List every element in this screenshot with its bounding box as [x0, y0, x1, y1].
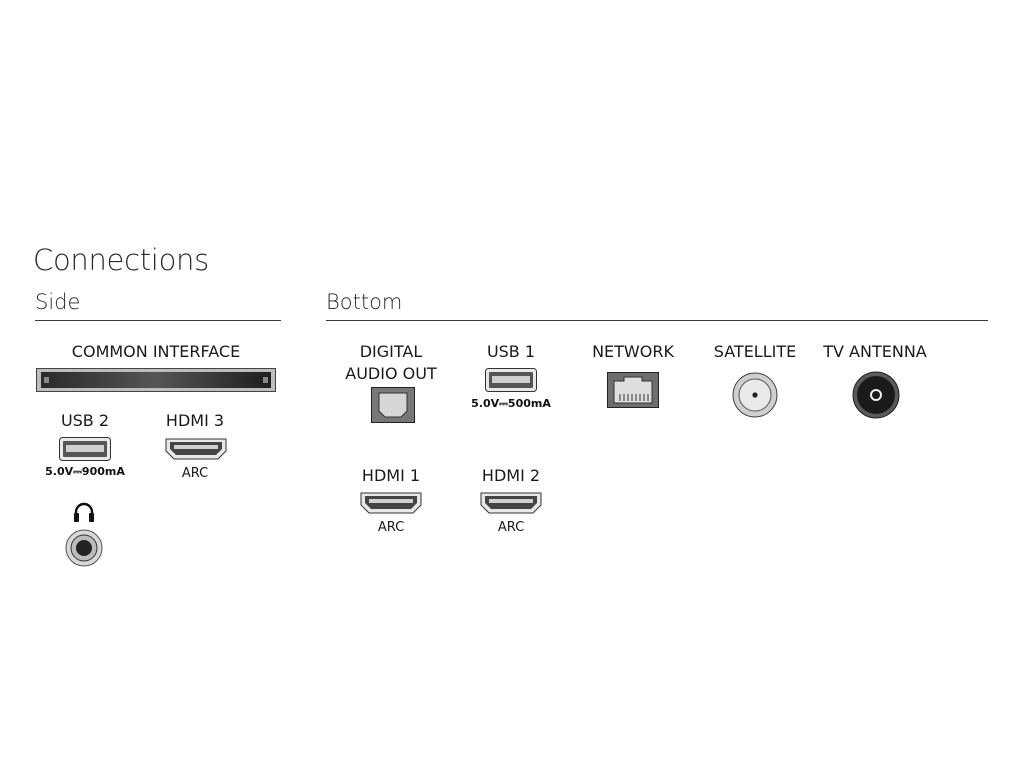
- tv-antenna-label: TV ANTENNA: [823, 342, 927, 361]
- page-title: Connections: [33, 243, 209, 277]
- hdmi-port-icon: [480, 491, 542, 515]
- ethernet-port-icon: [607, 372, 659, 408]
- side-divider: [35, 320, 281, 321]
- side-section-label: Side: [35, 290, 81, 314]
- usb2-rating: 5.0V⎓900mA: [45, 465, 125, 478]
- usb2-label: USB 2: [60, 411, 110, 430]
- satellite-label: SATELLITE: [713, 342, 797, 361]
- hdmi3-label: HDMI 3: [165, 411, 225, 430]
- hdmi2-arc-label: ARC: [497, 520, 525, 535]
- antenna-connector-icon: [852, 371, 900, 419]
- hdmi1-arc-label: ARC: [377, 520, 405, 535]
- digital-audio-out-label-line1: DIGITAL: [359, 342, 423, 361]
- usb-port-icon: [59, 437, 111, 461]
- hdmi2-label: HDMI 2: [481, 466, 541, 485]
- headphone-icon: [72, 501, 96, 523]
- hdmi-port-icon: [165, 437, 227, 461]
- satellite-connector-icon: [731, 372, 779, 418]
- bottom-section-label: Bottom: [326, 290, 403, 314]
- optical-port-icon: [371, 387, 415, 423]
- usb1-rating: 5.0V⎓500mA: [471, 397, 551, 410]
- ci-slot-icon: [36, 368, 276, 392]
- network-label: NETWORK: [592, 342, 674, 361]
- bottom-divider: [326, 320, 988, 321]
- headphone-jack-icon: [65, 529, 103, 567]
- usb1-label: USB 1: [486, 342, 536, 361]
- usb-port-icon: [485, 368, 537, 392]
- common-interface-label: COMMON INTERFACE: [71, 342, 241, 361]
- hdmi1-label: HDMI 1: [361, 466, 421, 485]
- hdmi-port-icon: [360, 491, 422, 515]
- hdmi3-arc-label: ARC: [181, 466, 209, 481]
- digital-audio-out-label-line2: AUDIO OUT: [345, 364, 437, 383]
